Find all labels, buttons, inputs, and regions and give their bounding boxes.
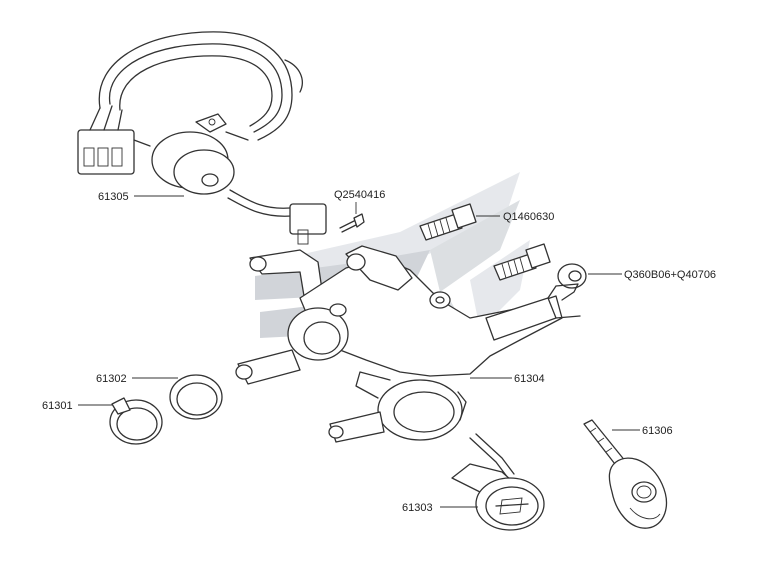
label-61302: 61302 — [96, 373, 127, 385]
bolt-washer-Q360B06[interactable] — [493, 243, 622, 289]
label-61304: 61304 — [514, 373, 545, 385]
ring-61302[interactable] — [132, 374, 223, 420]
label-61306: 61306 — [642, 425, 673, 437]
clamp-61301[interactable] — [78, 397, 163, 445]
lock-housing-61304[interactable] — [235, 245, 581, 443]
label-Q2540416: Q2540416 — [334, 189, 385, 201]
label-61303: 61303 — [402, 502, 433, 514]
label-61305: 61305 — [98, 191, 129, 203]
key-61306[interactable] — [583, 419, 667, 529]
label-Q1460630: Q1460630 — [503, 211, 554, 223]
lock-cylinder-61303[interactable] — [440, 433, 545, 531]
bolt-Q1460630[interactable] — [419, 203, 500, 241]
screw-Q2540416[interactable] — [339, 202, 365, 233]
label-61301: 61301 — [42, 400, 73, 412]
ignition-switch-61305[interactable] — [77, 31, 327, 245]
label-Q360B06: Q360B06+Q40706 — [624, 269, 716, 281]
